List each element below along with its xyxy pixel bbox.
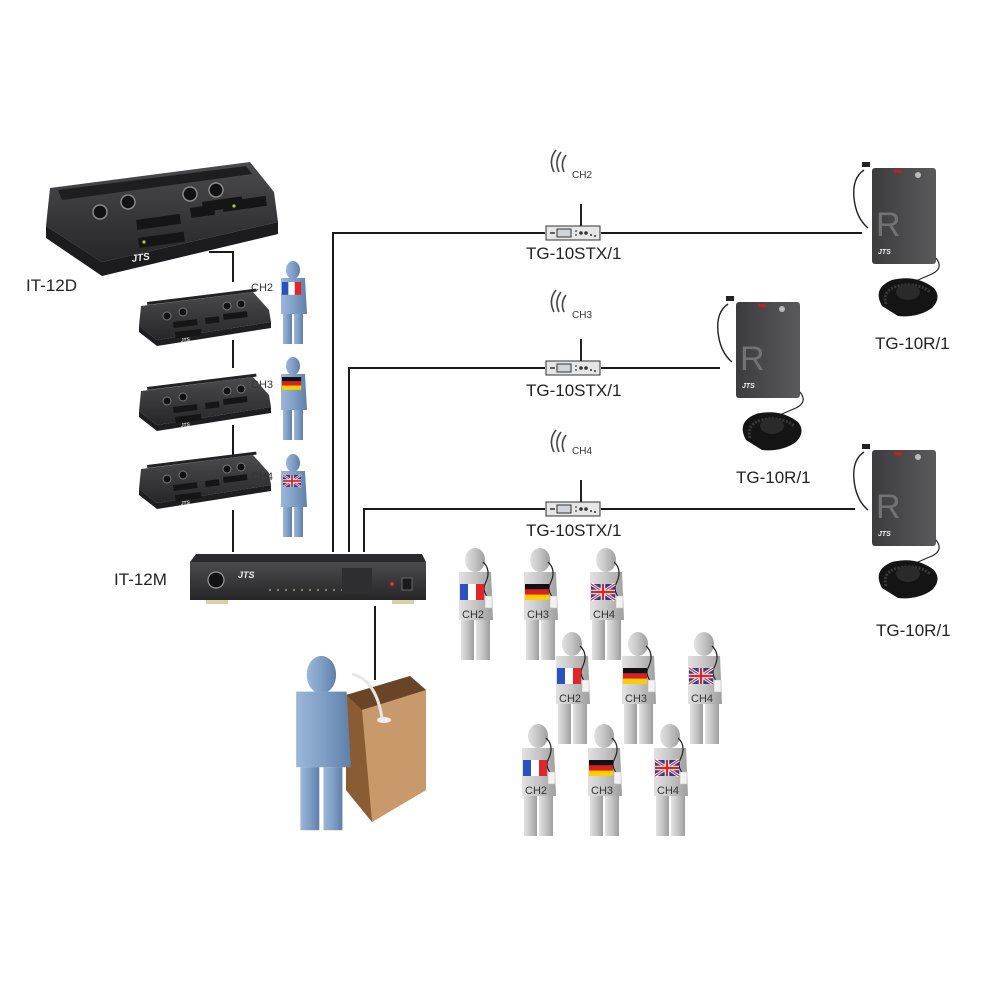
transmitter-ch2: CH2 TG-10STX/1 [526,149,621,263]
transmitter-label: TG-10STX/1 [526,381,621,400]
listener-figure [523,547,559,661]
interpreter-channel-label: CH2 [251,282,273,294]
listener-figure [589,547,625,661]
listener-channel-label: CH3 [591,785,613,797]
wireless-signal-icon [550,149,567,173]
listener-channel-label: CH2 [462,609,484,621]
listener-5: CH3 [621,631,657,745]
listener-2: CH3 [523,547,559,661]
flag-france-icon [282,282,302,295]
flag-uk-icon [689,668,713,684]
receiver-1: TG-10R/1 [852,160,950,353]
main-console-label: IT-12D [26,276,77,295]
flag-uk-icon [281,473,303,489]
listener-channel-label: CH4 [593,609,615,621]
flag-uk-icon [655,760,679,776]
interpreter-channel-label: CH4 [251,471,273,483]
transmitter-channel-label: CH4 [572,446,592,457]
listener-channel-label: CH2 [525,785,547,797]
line-main-to-tx-ch2 [332,232,545,552]
listener-figure [587,723,623,837]
flag-france-icon [523,760,547,776]
listener-8: CH3 [587,723,623,837]
transmitter-ch3: CH3 TG-10STX/1 [526,289,621,400]
speaker-at-podium [296,655,426,831]
listener-channel-label: CH4 [657,785,679,797]
receiver-label: TG-10R/1 [736,468,811,487]
transmitter-channel-label: CH2 [572,170,592,181]
receiver-2: TG-10R/1 [716,294,811,487]
listener-figure [621,631,657,745]
line-main-to-tx-ch4 [363,508,545,552]
listener-figure [555,631,591,745]
main-unit-label: IT-12M [114,570,167,589]
listener-4: CH2 [555,631,591,745]
flag-france-icon [557,668,581,684]
receiver-label: TG-10R/1 [875,334,950,353]
listener-channel-label: CH3 [625,693,647,705]
listener-6: CH4 [687,631,723,745]
listener-3: CH4 [589,547,625,661]
flag-germany-icon [525,584,549,600]
listener-figure [521,723,557,837]
main-unit-it12m: JTS IT-12M [114,554,426,604]
interpreter-ch3: CH3 [251,357,307,440]
interpreter-ch2: CH2 [251,261,307,344]
listener-channel-label: CH2 [559,693,581,705]
listener-9: CH4 [653,723,689,837]
transmitter-channel-label: CH3 [572,310,592,321]
interpreter-ch4: CH4 [251,454,307,537]
listener-7: CH2 [521,723,557,837]
flag-germany-icon [282,377,302,390]
line-main-to-tx-ch3 [348,367,545,552]
interpreter-channel-label: CH3 [251,379,273,391]
listener-channel-label: CH4 [691,693,713,705]
main-console-it12d: JTS IT-12D [26,162,278,295]
transmitter-ch4: CH4 TG-10STX/1 [526,429,621,540]
transmitter-label: TG-10STX/1 [526,521,621,540]
listener-channel-label: CH3 [527,609,549,621]
flag-france-icon [460,584,484,600]
transmitter-label: TG-10STX/1 [526,244,621,263]
main-unit-brand-logo: JTS [238,570,255,580]
listener-figure [653,723,689,837]
console-brand-logo: JTS [131,251,151,264]
speaker-figure [296,655,351,831]
listener-figure [687,631,723,745]
flag-uk-icon [591,584,615,600]
wireless-signal-icon [550,429,567,453]
podium [346,672,426,822]
flag-germany-icon [589,760,613,776]
receiver-3: TG-10R/1 [852,442,951,640]
connection-lines [209,232,862,680]
wireless-signal-icon [550,289,567,313]
listener-1: CH2 [458,547,494,661]
line-console-to-main [209,251,234,282]
listener-figure [458,547,494,661]
flag-germany-icon [623,668,647,684]
receiver-label: TG-10R/1 [876,621,951,640]
interpreter-console-1 [138,288,272,347]
